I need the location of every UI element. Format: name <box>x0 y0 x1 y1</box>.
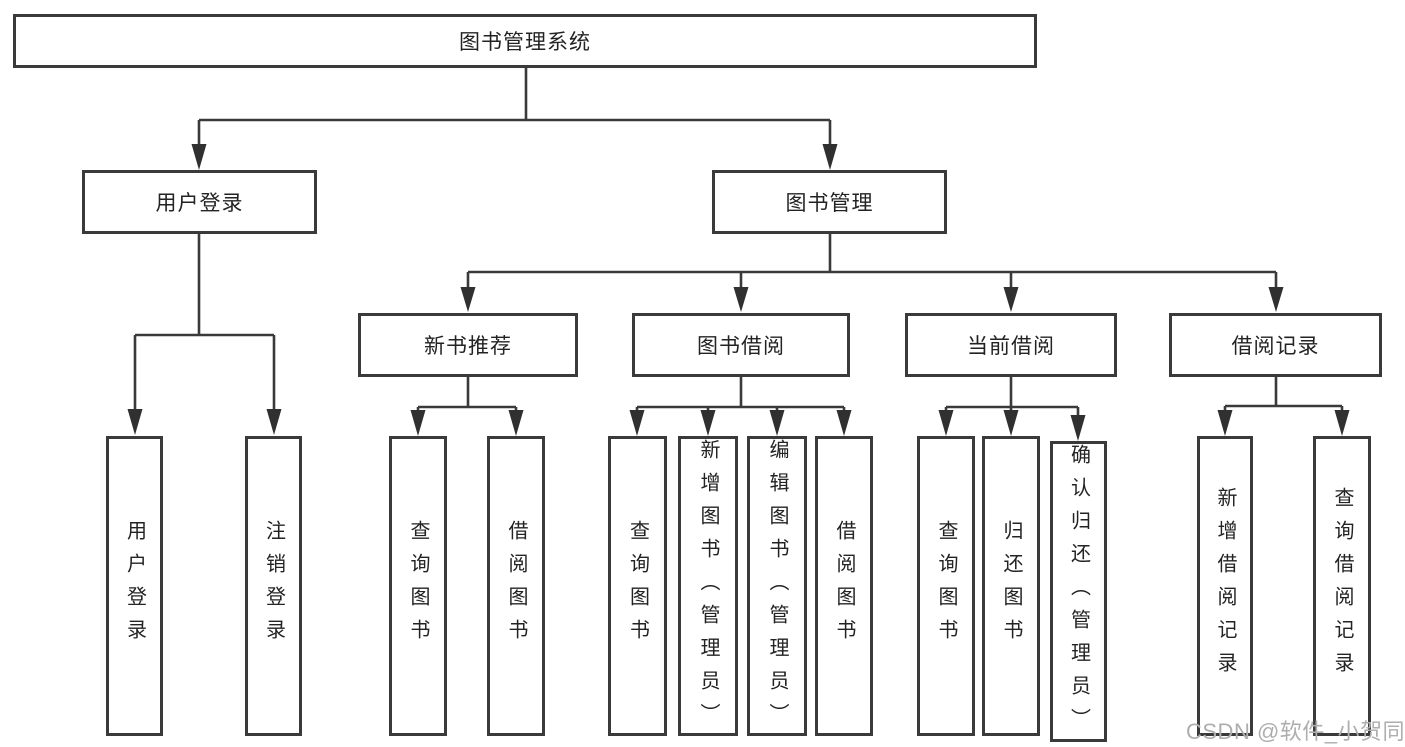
leaf-user-login: 用户登录 <box>106 436 163 736</box>
leaf-borrowing-query-books: 查询图书 <box>608 436 667 736</box>
node-current-borrowing: 当前借阅 <box>905 313 1117 377</box>
connector-book-mgmt-to-level3 <box>460 234 1284 312</box>
leaf-borrowing-borrow-books: 借阅图书 <box>815 436 873 736</box>
leaf-current-return-books-label: 归还图书 <box>1000 520 1022 652</box>
node-book-management-label: 图书管理 <box>785 192 874 215</box>
leaf-borrowing-edit-books-admin: 编辑图书（管理员） <box>747 436 807 736</box>
node-root-system: 图书管理系统 <box>13 14 1037 68</box>
leaf-current-query-books-label: 查询图书 <box>935 520 957 652</box>
node-book-borrowing-label: 图书借阅 <box>697 335 785 358</box>
node-book-management: 图书管理 <box>712 170 947 234</box>
leaf-borrowing-add-books-admin: 新增图书（管理员） <box>678 436 738 736</box>
leaf-newbooks-borrow-books: 借阅图书 <box>487 436 545 736</box>
leaf-current-query-books: 查询图书 <box>917 436 975 736</box>
leaf-borrowing-add-books-admin-label: 新增图书（管理员） <box>697 439 719 736</box>
leaf-records-add-record-label: 新增借阅记录 <box>1214 487 1236 685</box>
leaf-borrowing-borrow-books-label: 借阅图书 <box>833 520 855 652</box>
connector-records-to-leaves <box>1217 377 1350 436</box>
node-book-borrowing: 图书借阅 <box>632 313 850 377</box>
leaf-borrowing-edit-books-admin-label: 编辑图书（管理员） <box>766 439 788 736</box>
connector-new-books-to-leaves <box>410 377 524 436</box>
node-borrow-records-label: 借阅记录 <box>1231 335 1320 358</box>
leaf-records-add-record: 新增借阅记录 <box>1197 436 1253 736</box>
node-user-login-label: 用户登录 <box>155 192 244 215</box>
leaf-user-login-label: 用户登录 <box>123 520 146 652</box>
node-borrow-records: 借阅记录 <box>1169 313 1382 377</box>
connector-borrowing-to-leaves <box>629 377 852 436</box>
leaf-records-query-record-label: 查询借阅记录 <box>1331 487 1353 685</box>
node-root-label: 图书管理系统 <box>459 31 591 54</box>
node-current-borrowing-label: 当前借阅 <box>967 335 1055 358</box>
leaf-borrowing-query-books-label: 查询图书 <box>626 520 649 652</box>
node-user-login: 用户登录 <box>82 170 317 234</box>
leaf-newbooks-query-books-label: 查询图书 <box>407 520 429 652</box>
leaf-current-return-books: 归还图书 <box>982 436 1040 736</box>
node-new-book-recommend: 新书推荐 <box>358 313 578 377</box>
watermark: CSDN @软件_小贺同学 <box>1186 719 1405 744</box>
connector-root-to-level2 <box>191 68 838 170</box>
leaf-logout-label: 注销登录 <box>262 520 285 652</box>
connector-user-login-to-leaves <box>127 234 282 435</box>
leaf-logout: 注销登录 <box>245 436 302 736</box>
node-new-book-recommend-label: 新书推荐 <box>424 335 512 358</box>
leaf-newbooks-borrow-books-label: 借阅图书 <box>505 520 527 652</box>
leaf-newbooks-query-books: 查询图书 <box>389 436 447 736</box>
connector-current-to-leaves <box>938 377 1086 441</box>
leaf-current-confirm-return-admin: 确认归还（管理员） <box>1050 441 1107 742</box>
leaf-current-confirm-return-admin-label: 确认归还（管理员） <box>1067 444 1090 741</box>
leaf-records-query-record: 查询借阅记录 <box>1313 436 1371 736</box>
